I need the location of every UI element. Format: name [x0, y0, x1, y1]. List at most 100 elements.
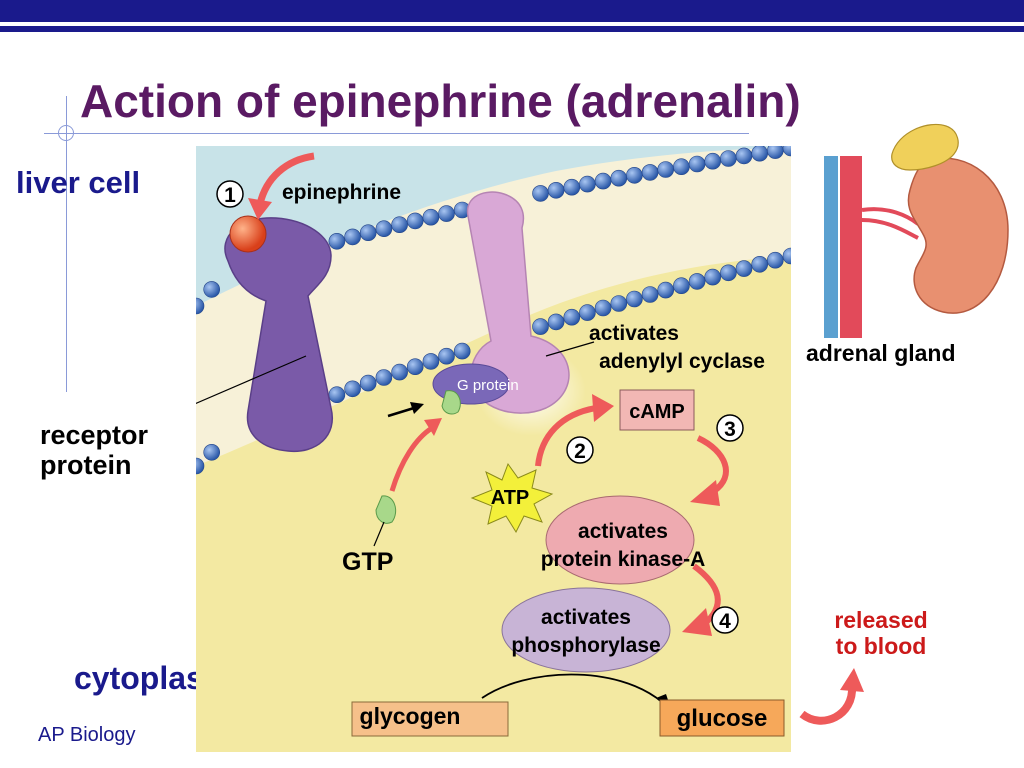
phospholipid-head — [563, 308, 581, 326]
phospholipid-head — [673, 158, 690, 176]
phospholipid-head — [391, 363, 408, 381]
phospholipid-head — [594, 172, 612, 190]
gtp-molecule — [375, 495, 397, 524]
renal-vessels — [861, 207, 920, 240]
step-2-badge — [566, 436, 594, 464]
camp-label: cAMP — [629, 401, 685, 423]
gtp-pointer — [373, 521, 385, 547]
phospholipid-head — [751, 256, 769, 273]
phospholipid-head — [735, 260, 753, 277]
phospholipid-head — [626, 290, 643, 308]
phospholipid-head — [196, 297, 205, 315]
phospholipid-head — [735, 147, 753, 165]
phospholipid-head — [453, 342, 471, 360]
receptor-pointer — [196, 355, 307, 405]
epinephrine-label: epinephrine — [282, 181, 401, 204]
glucose-box — [659, 699, 785, 737]
pka-label-line2: protein kinase-A — [541, 548, 706, 571]
phospholipid-head — [579, 175, 596, 193]
step-4-number: 4 — [719, 610, 731, 633]
phospholipid-head — [657, 281, 675, 299]
pka-label-line1: activates — [578, 520, 668, 543]
phospholipid-head — [688, 155, 706, 173]
phospholipid-head — [406, 212, 424, 230]
phospholipid-head — [328, 386, 346, 403]
glycogen-to-glucose-arrow — [481, 673, 663, 703]
step-1-number: 1 — [224, 184, 236, 207]
atp-burst — [470, 462, 554, 534]
phospholipid-head — [375, 369, 393, 386]
phospholipid-head — [422, 208, 440, 226]
glycogen-label: glycogen — [360, 703, 461, 729]
extracellular-background — [196, 146, 791, 366]
step-2-number: 2 — [574, 440, 586, 463]
phospholipid-head — [594, 299, 612, 317]
pka-to-phos-arrow — [692, 563, 721, 627]
camp-to-pka-arrow — [696, 435, 729, 494]
phospholipid-head — [375, 220, 393, 237]
receptor-to-gprotein-arrow — [387, 406, 415, 418]
g-protein-label: G protein — [457, 377, 519, 394]
adrenal-gland-label: adrenal gland — [806, 340, 956, 366]
phospholipid-head — [344, 380, 361, 398]
pka-ellipse — [545, 495, 695, 585]
phospholipid-head — [328, 233, 346, 250]
released-to-blood-label: released to blood — [834, 607, 928, 659]
gtp-on-g-protein — [441, 390, 461, 415]
gtp-arrowhead — [424, 418, 442, 436]
phospholipid-head — [359, 224, 377, 241]
receptor-protein-label: receptor protein — [40, 420, 149, 480]
released-arrow — [799, 668, 864, 725]
membrane-heads — [196, 146, 791, 475]
phospholipid-head — [751, 146, 768, 162]
camp-to-pka-arrowhead — [690, 480, 720, 506]
epinephrine-molecule — [229, 215, 267, 253]
phospholipid-head — [359, 374, 377, 392]
phospholipid-head — [766, 251, 784, 269]
receptor-protein — [224, 217, 334, 453]
gtp-arrow — [389, 425, 434, 492]
phospholipid-head — [782, 247, 791, 265]
phospholipid-head — [720, 150, 737, 167]
liver-cell-label: liver cell — [16, 165, 141, 200]
phospholipid-head — [532, 318, 549, 335]
phospholipid-head — [438, 347, 455, 365]
atp-label: ATP — [491, 487, 530, 509]
phospholipid-head — [406, 358, 424, 375]
adenylyl-label-line2: adenylyl cyclase — [599, 350, 765, 373]
adrenal-gland-illustration — [824, 123, 1009, 338]
phospholipid-head — [610, 295, 628, 312]
phospholipid-head — [547, 181, 565, 199]
phospholipid-head — [704, 152, 722, 170]
phospholipid-head — [720, 264, 737, 282]
step-3-badge — [716, 414, 744, 442]
phospholipid-head — [657, 161, 675, 178]
phospholipid-head — [704, 268, 722, 286]
released-arrowhead — [840, 668, 864, 692]
top-bar — [0, 0, 1024, 32]
phospholipid-head — [782, 146, 791, 157]
footer-ap-biology: AP Biology — [38, 724, 136, 746]
step-1-badge — [216, 180, 244, 208]
atp-to-camp-arrowhead — [592, 394, 614, 422]
phospholipid-head — [610, 169, 628, 187]
guide-crosshair — [58, 125, 74, 141]
step-4-badge — [711, 606, 739, 634]
epinephrine-arrowhead — [248, 198, 272, 220]
receptor-to-gprotein-arrowhead — [410, 402, 424, 414]
camp-box — [619, 389, 695, 431]
phos-label-line1: activates — [541, 606, 631, 629]
released-arrow-curve — [799, 685, 857, 725]
phospholipid-head — [203, 281, 220, 298]
phospholipid-head — [641, 164, 659, 181]
phospholipid-head — [641, 286, 659, 303]
epinephrine-arrow — [256, 152, 315, 205]
phospholipid-head — [626, 166, 643, 184]
gtp-label: GTP — [342, 548, 393, 576]
phospholipid-head — [391, 216, 408, 233]
atp-to-camp-arrow — [535, 405, 597, 467]
guide-line-vertical — [66, 96, 67, 392]
adenylyl-label-line1: activates — [589, 322, 679, 345]
slide-title: Action of epinephrine (adrenalin) — [80, 75, 801, 127]
phospholipid-head — [767, 146, 784, 159]
